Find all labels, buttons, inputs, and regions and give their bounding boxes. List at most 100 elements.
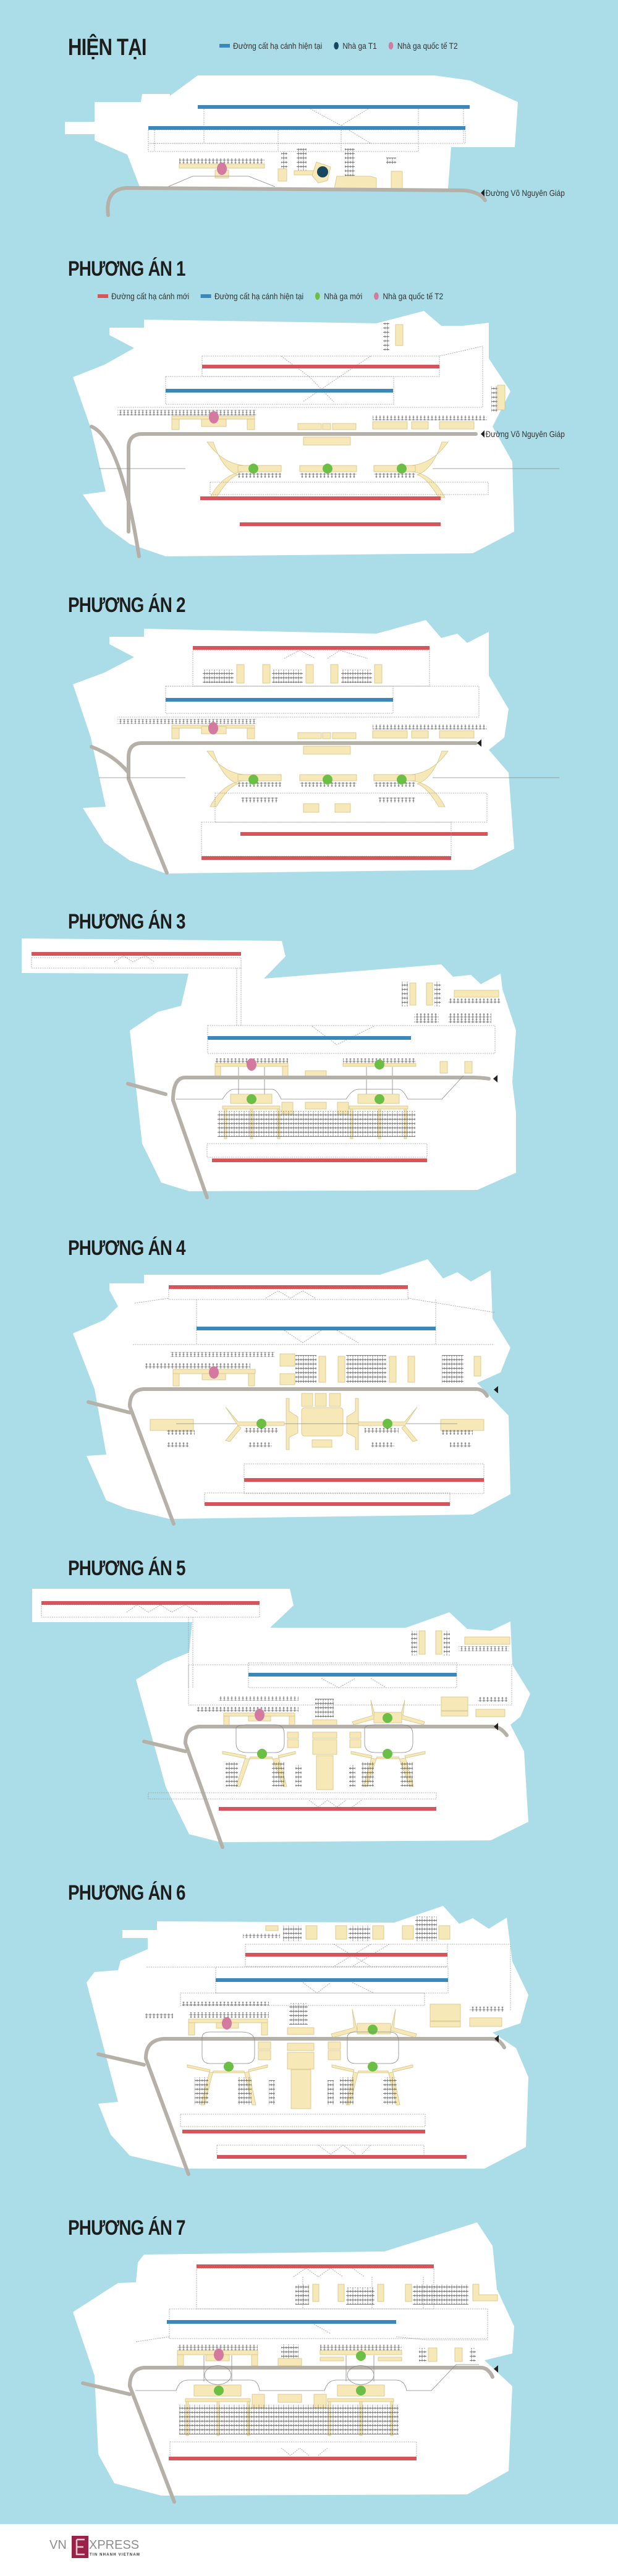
- t2-terminal-marker: [209, 411, 219, 423]
- vnexpress-logo: VN XPRESS TIN NHANH VIETNAM: [49, 2533, 173, 2564]
- legend-item-t1: Nhà ga T1: [333, 41, 377, 51]
- map-bld: [305, 1925, 318, 1940]
- map-apron: [117, 719, 256, 724]
- map-dash: [114, 955, 242, 1026]
- map-bld: [277, 2394, 302, 2403]
- map-apronv: [386, 158, 396, 164]
- map-apron: [448, 1013, 491, 1023]
- map-bld: [287, 2052, 315, 2070]
- new-terminal-marker: [323, 775, 332, 784]
- new-runway: [169, 2457, 417, 2460]
- runway-swatch: [200, 294, 211, 298]
- map-bld: [287, 1739, 299, 1748]
- new-terminal-marker: [247, 1094, 256, 1104]
- map-apron: [238, 473, 281, 478]
- map-thin: [238, 1067, 393, 1094]
- map-bld: [346, 1398, 359, 1450]
- map-apron: [145, 2013, 173, 2018]
- map-dash: [311, 1026, 375, 1045]
- current-runway: [166, 698, 393, 702]
- map-apron: [177, 2345, 258, 2350]
- t2-swatch: [374, 292, 379, 300]
- current-runway: [148, 126, 465, 130]
- map-bld: [177, 2354, 184, 2366]
- map-bld: [318, 1356, 326, 1383]
- arrow-left-icon: [494, 2365, 498, 2373]
- map-apronv: [297, 148, 307, 173]
- section-plan-4: PHƯƠNG ÁN 4: [0, 1236, 618, 1545]
- new-terminal-marker: [214, 2386, 224, 2395]
- new-runway: [32, 952, 241, 956]
- map-dash: [148, 1792, 437, 1800]
- map-apronv: [434, 982, 441, 1006]
- map-bld: [290, 2069, 311, 2109]
- airport-map-current: [65, 75, 518, 217]
- vo-nguyen-giap-road: [96, 2037, 506, 2176]
- map-apronv: [195, 2077, 208, 2105]
- map-bld: [277, 168, 287, 182]
- map-apron: [450, 1442, 472, 1447]
- map-bld: [185, 2398, 251, 2402]
- map-bld: [373, 465, 416, 472]
- section-plan-7: PHƯƠNG ÁN 7: [0, 2207, 618, 2524]
- map-apron: [373, 725, 487, 729]
- map-bld: [407, 1356, 415, 1383]
- vo-nguyen-giap-road: [90, 741, 478, 875]
- map-apron: [374, 473, 415, 478]
- arrow-left-icon: [493, 1075, 497, 1082]
- new-runway: [197, 2264, 434, 2268]
- map-dash: [117, 346, 483, 408]
- arrow-left-icon: [494, 1386, 498, 1393]
- map-bld: [372, 730, 408, 739]
- new-runway: [217, 2155, 467, 2159]
- map-apronv: [346, 2287, 375, 2305]
- map-bld: [328, 2050, 341, 2060]
- section-plan-1: PHƯƠNG ÁN 1 Đường cất hạ cánh mới Đường …: [0, 235, 618, 593]
- map-bld: [265, 1925, 279, 1931]
- map-bld: [334, 176, 377, 189]
- map-bld: [439, 730, 475, 739]
- map-bld: [409, 982, 417, 1006]
- new-runway: [202, 365, 439, 368]
- map-bld: [305, 1102, 327, 1110]
- current-runway: [167, 2320, 396, 2324]
- new-runway: [219, 1807, 436, 1811]
- map-dash: [210, 482, 489, 495]
- new-terminal-marker: [397, 464, 407, 474]
- map-bld: [286, 1398, 298, 1450]
- map-bld: [389, 1356, 397, 1383]
- map-bld: [311, 1439, 332, 1448]
- map-apron: [179, 158, 265, 164]
- road-label-text: Đường Võ Nguyên Giáp: [485, 188, 565, 198]
- new-runway: [201, 856, 451, 860]
- map-bld: [391, 171, 403, 189]
- map-bld: [279, 1353, 295, 1367]
- t2-terminal-marker: [222, 2017, 232, 2030]
- map-bld: [289, 1715, 295, 1727]
- new-terminal-marker: [356, 2351, 366, 2361]
- legend-item-current-runway: Đường cất hạ cánh hiện tại: [219, 41, 322, 51]
- map-bld: [328, 2041, 341, 2050]
- map-bld: [405, 2284, 412, 2302]
- map-apron: [442, 1430, 473, 1435]
- map-bld: [297, 423, 322, 430]
- section-title: PHƯƠNG ÁN 6: [68, 1881, 186, 1905]
- map-dash: [318, 2145, 371, 2155]
- map-apronv: [411, 1631, 417, 1656]
- map-apronv: [281, 151, 287, 170]
- map-bld: [237, 774, 282, 781]
- new-terminal-marker: [323, 464, 332, 474]
- legend-label: Đường cất hạ cánh mới: [111, 291, 190, 301]
- new-terminal-marker: [368, 2025, 378, 2034]
- new-runway: [240, 522, 441, 526]
- map-apronv: [203, 670, 234, 683]
- legend-label: Nhà ga mới: [324, 291, 363, 301]
- map-apron: [365, 1428, 399, 1433]
- map-bld: [464, 1061, 473, 1074]
- new-terminal-marker: [356, 2386, 366, 2395]
- map-bld: [430, 2004, 461, 2021]
- map-apronv: [272, 1762, 284, 1787]
- map-bld: [497, 385, 506, 410]
- section-title: PHƯƠNG ÁN 3: [68, 910, 186, 933]
- new-terminal-marker: [224, 2062, 234, 2072]
